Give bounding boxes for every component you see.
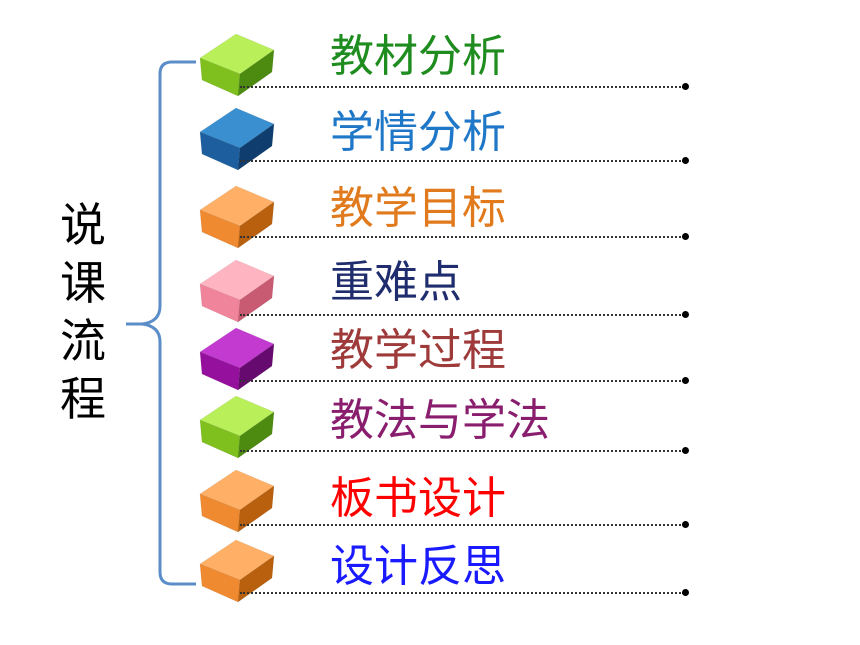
topic-label: 教法与学法 [330,395,550,446]
dotted-leader-line [240,160,684,162]
topic-item: 学情分析 [0,102,860,182]
dotted-leader-line [240,314,684,316]
cube-icon [199,327,275,391]
leader-end-dot [682,83,689,90]
cube-icon [199,539,275,603]
topic-label: 设计反思 [330,541,506,592]
cube-icon [199,395,275,459]
leader-end-dot [682,447,689,454]
dotted-leader-line [240,524,684,526]
leader-end-dot [682,233,689,240]
topic-label: 教学目标 [330,183,506,234]
leader-end-dot [682,311,689,318]
topic-label: 教学过程 [330,325,506,376]
leader-end-dot [682,377,689,384]
leader-end-dot [682,521,689,528]
title-char-3: 流 [60,314,106,368]
topic-item: 设计反思 [0,534,860,614]
leader-end-dot [682,157,689,164]
process-title: 说 课 流 程 [48,196,118,428]
cube-icon [199,259,275,323]
dotted-leader-line [240,592,684,594]
topic-item: 教法与学法 [0,390,860,470]
topic-label: 教材分析 [330,31,506,82]
curly-brace-icon [126,60,196,586]
cube-icon [199,33,275,97]
dotted-leader-line [240,236,684,238]
dotted-leader-line [240,380,684,382]
topic-label: 板书设计 [330,473,506,524]
topic-label: 重难点 [330,257,462,308]
title-char-4: 程 [60,372,106,426]
title-char-2: 课 [60,256,106,310]
topic-item: 重难点 [0,254,860,334]
topic-item: 教学目标 [0,180,860,260]
topic-item: 板书设计 [0,464,860,544]
leader-end-dot [682,589,689,596]
cube-icon [199,469,275,533]
dotted-leader-line [240,450,684,452]
topic-item: 教学过程 [0,322,860,402]
topic-label: 学情分析 [330,107,506,158]
dotted-leader-line [240,86,684,88]
cube-icon [199,185,275,249]
topic-item: 教材分析 [0,28,860,108]
title-char-1: 说 [60,198,106,252]
cube-icon [199,107,275,171]
